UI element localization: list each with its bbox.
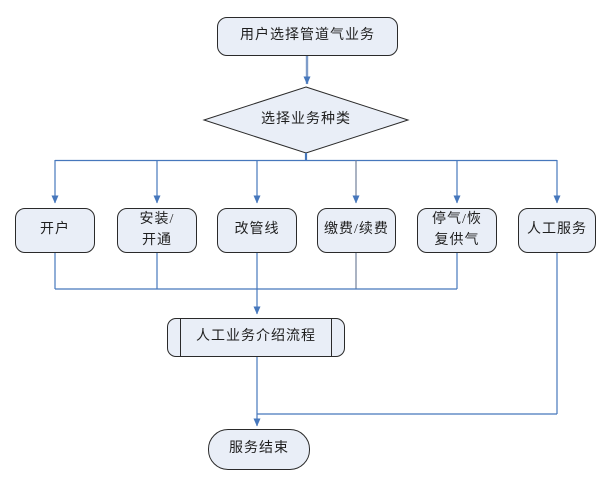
branch-node-install-activate: 安装/ 开通 bbox=[117, 208, 197, 253]
node-decision-label: 选择业务种类 bbox=[261, 111, 351, 127]
process-label: 人工业务介绍流程 bbox=[196, 329, 316, 345]
branch-node-stop-restore-gas: 停气/恢 复供气 bbox=[417, 208, 497, 253]
branch-node-open-account: 开户 bbox=[15, 208, 95, 253]
branch-node-pay-renew: 缴费/续费 bbox=[317, 208, 396, 253]
node-end: 服务结束 bbox=[208, 429, 310, 470]
node-start: 用户选择管道气业务 bbox=[217, 17, 398, 56]
branch-node-change-pipeline: 改管线 bbox=[217, 208, 297, 253]
process-side-bar-left bbox=[180, 319, 181, 356]
node-predefined-process: 人工业务介绍流程 bbox=[167, 318, 345, 357]
branch-node-manual-service: 人工服务 bbox=[518, 208, 596, 253]
process-side-bar-right bbox=[331, 319, 332, 356]
connector-lines bbox=[51, 56, 561, 427]
